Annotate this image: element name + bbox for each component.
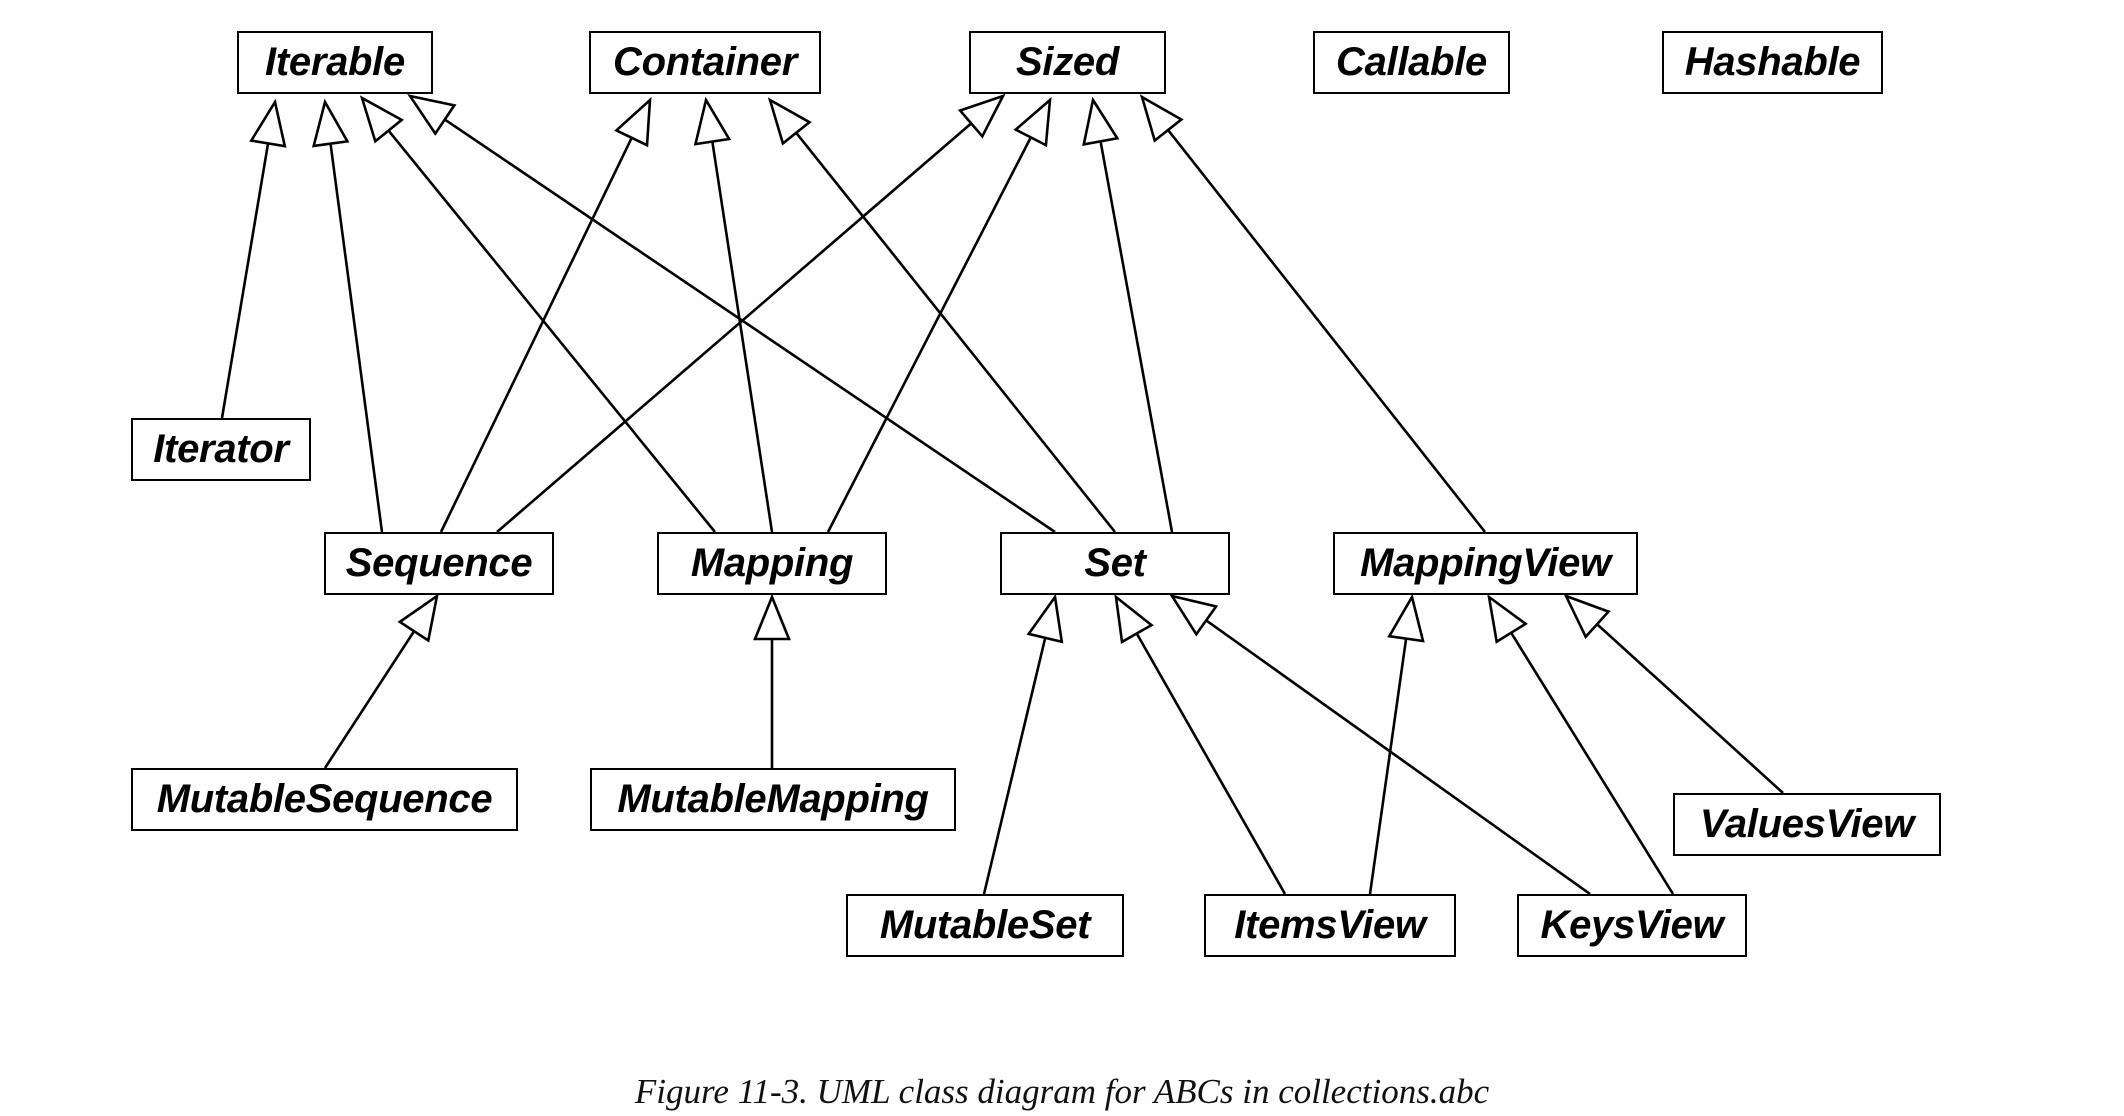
class-hashable: Hashable — [1662, 31, 1883, 94]
inherits-set-from-sized — [1099, 141, 1174, 533]
inherits-keysview-from-mappingview — [1510, 632, 1675, 895]
class-mapping: Mapping — [657, 532, 887, 595]
generalization-arrowhead-icon — [1563, 593, 1611, 640]
class-mutableset: MutableSet — [846, 894, 1124, 957]
class-sequence: Sequence — [324, 532, 554, 595]
inherits-iterator-from-iterable — [220, 143, 270, 419]
class-mutablesequence: MutableSequence — [131, 768, 518, 831]
generalization-arrowhead-icon — [249, 98, 287, 148]
generalization-arrowhead-icon — [1082, 96, 1120, 147]
generalization-arrowhead-icon — [407, 94, 457, 136]
class-callable: Callable — [1313, 31, 1510, 94]
inherits-mutablesequence-from-sequence — [323, 630, 416, 769]
figure-caption: Figure 11-3. UML class diagram for ABCs … — [634, 1072, 1490, 1111]
generalization-arrowhead-icon — [1013, 96, 1052, 148]
class-container: Container — [589, 31, 821, 94]
class-iterable: Iterable — [237, 31, 433, 94]
inherits-mutableset-from-set — [982, 637, 1047, 895]
class-iterator: Iterator — [131, 418, 311, 481]
class-mappingview: MappingView — [1333, 532, 1638, 595]
generalization-arrowhead-icon — [614, 96, 652, 148]
inherits-mappingview-from-sized — [1166, 129, 1487, 533]
class-set: Set — [1000, 532, 1230, 595]
class-keysview: KeysView — [1517, 894, 1747, 957]
generalization-arrowhead-icon — [957, 93, 1006, 139]
class-valuesview: ValuesView — [1673, 793, 1941, 856]
inherits-sequence-from-sized — [496, 122, 973, 533]
generalization-arrowhead-icon — [311, 98, 350, 148]
inherits-set-from-iterable — [444, 118, 1056, 534]
generalization-arrowhead-icon — [753, 593, 791, 641]
inherits-itemsview-from-mappingview — [1368, 638, 1408, 895]
inherits-valuesview-from-mappingview — [1596, 623, 1784, 794]
generalization-arrowhead-icon — [693, 96, 732, 146]
generalization-arrowhead-icon — [1169, 593, 1219, 637]
generalization-arrowhead-icon — [767, 97, 812, 146]
inherits-itemsview-from-set — [1135, 632, 1287, 895]
class-itemsview: ItemsView — [1204, 894, 1456, 957]
inherits-sequence-from-iterable — [329, 143, 384, 533]
inherits-sequence-from-container — [439, 137, 633, 533]
generalization-arrowhead-icon — [1487, 594, 1528, 644]
inherits-set-from-container — [795, 132, 1117, 533]
generalization-arrowhead-icon — [1026, 593, 1064, 644]
generalization-arrowhead-icon — [359, 95, 405, 144]
generalization-arrowhead-icon — [1139, 94, 1184, 143]
generalization-arrowhead-icon — [1114, 593, 1154, 644]
inherits-mapping-from-iterable — [387, 129, 717, 533]
generalization-arrowhead-icon — [1387, 593, 1425, 643]
inherits-mapping-from-container — [711, 141, 774, 533]
inherits-keysview-from-set — [1205, 619, 1591, 896]
class-mutablemapping: MutableMapping — [590, 768, 956, 831]
class-sized: Sized — [969, 31, 1166, 94]
inherits-mapping-from-sized — [826, 136, 1032, 533]
generalization-arrowhead-icon — [397, 593, 439, 643]
